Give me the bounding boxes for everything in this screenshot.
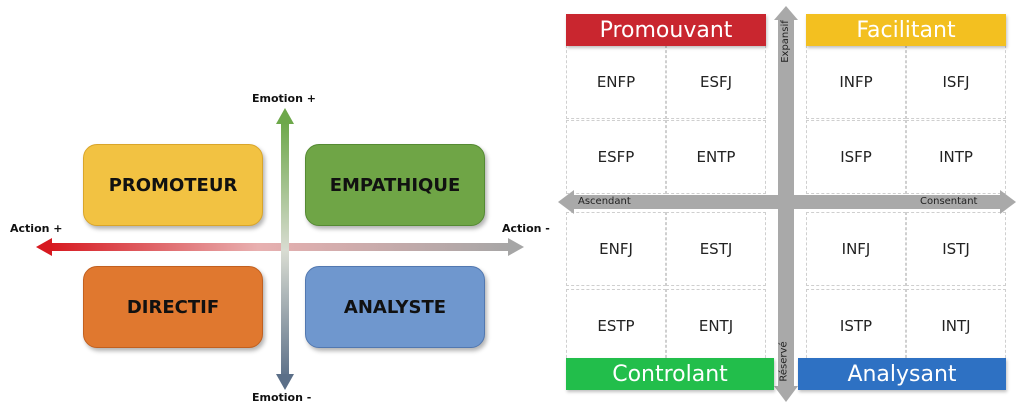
analyste-quadrant: ANALYSTE [305,266,485,348]
emotion-axis [281,122,289,380]
action-plus-arrowhead [36,238,52,256]
mbti-cell: ENTP [666,120,766,194]
mbti-cell: ESTJ [666,212,766,286]
controlant-banner: Controlant [566,358,774,390]
expansif-reserve-axis [778,18,794,388]
action-minus-arrowhead [508,238,524,256]
reserve-label: Réservé [778,341,790,382]
mbti-cell: ESFP [566,120,666,194]
reserve-arrowhead [774,386,798,402]
mbti-cell: ISTJ [906,212,1006,286]
action-plus-label: Action + [10,222,63,235]
mbti-cell: INTP [906,120,1006,194]
expansif-label: Expansif [779,20,791,63]
mbti-cell: INFJ [806,212,906,286]
ascendant-label: Ascendant [578,196,631,207]
emotion-plus-label: Emotion + [252,92,316,105]
promoteur-quadrant: PROMOTEUR [83,144,263,226]
quadrant-axes [36,108,524,390]
ascendant-arrowhead [558,190,574,214]
consentant-label: Consentant [920,196,978,207]
consentant-arrowhead [1000,190,1016,214]
facilitant-banner: Facilitant [806,14,1006,46]
mbti-cell: ISFP [806,120,906,194]
directif-quadrant: DIRECTIF [83,266,263,348]
action-minus-label: Action - [502,222,550,235]
emotion-minus-label: Emotion - [252,391,312,404]
empathique-quadrant: EMPATHIQUE [305,144,485,226]
emotion-plus-arrowhead [276,108,294,124]
analysant-banner: Analysant [798,358,1006,390]
mbti-cell: ENFJ [566,212,666,286]
emotion-minus-arrowhead [276,374,294,390]
promouvant-banner: Promouvant [566,14,766,46]
expansif-arrowhead [774,6,798,20]
